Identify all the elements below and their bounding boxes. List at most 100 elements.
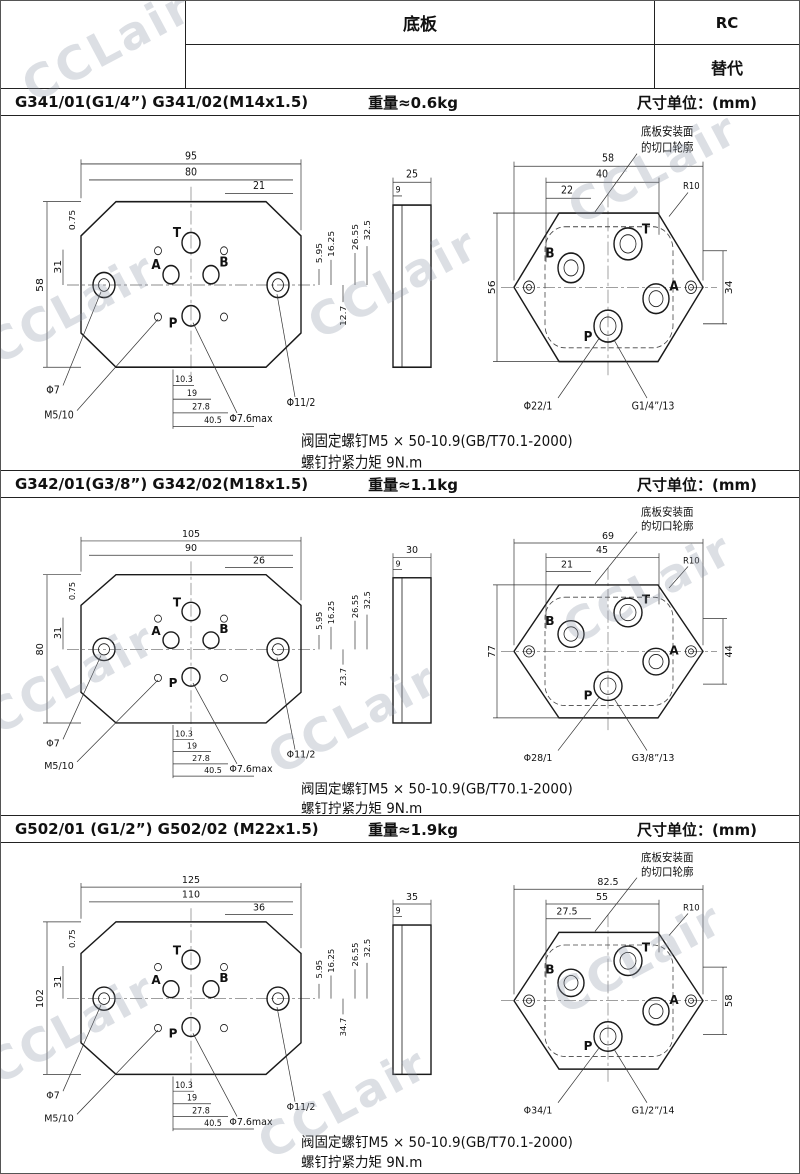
logo-cell [1, 1, 186, 88]
front-view: T A B P [35, 529, 372, 779]
front-view: T A B P [35, 875, 372, 1132]
dim-r4: 26.55 [350, 942, 360, 966]
model-title: G341/01(G1/4”) G341/02(M14x1.5) [15, 93, 309, 111]
dim-b1: 10.3 [175, 728, 193, 738]
front-port-a: A [151, 257, 160, 273]
front-port-b: B [219, 255, 228, 271]
dim-r3: 12.7 [339, 306, 348, 326]
back-port-p: P [584, 1039, 593, 1053]
title-cell: 底板 [186, 1, 654, 88]
side-view: 35 9 [392, 892, 432, 1076]
section-g342: G342/01(G3/8”) G342/02(M18x1.5) 重量≈1.1kg… [1, 471, 799, 816]
dim-b4: 40.5 [204, 765, 222, 775]
section-head: G342/01(G3/8”) G342/02(M18x1.5) 重量≈1.1kg… [1, 471, 799, 498]
dim-b3: 27.8 [192, 402, 210, 413]
dim-r5: 32.5 [363, 220, 372, 240]
dim-step: 9 [395, 905, 400, 915]
section-head: G502/01 (G1/2”) G502/02 (M22x1.5) 重量≈1.9… [1, 816, 799, 843]
weight-label: 重量≈1.9kg [368, 820, 458, 839]
label-counterbore: Φ11/2 [287, 1102, 316, 1113]
dim-overall-height: 80 [35, 643, 46, 655]
front-port-t: T [173, 943, 182, 957]
back-dim-offset: 22 [561, 185, 573, 197]
weight-label: 重量≈1.1kg [368, 475, 458, 494]
plate-outline [80, 921, 302, 1076]
back-port-t: T [642, 222, 650, 238]
dim-r3: 23.7 [338, 668, 348, 686]
front-port-t: T [173, 595, 182, 609]
back-port-b: B [545, 246, 554, 262]
front-port-p: P [169, 316, 178, 332]
doc-replace: 替代 [710, 58, 743, 78]
back-port-a: A [669, 279, 678, 295]
dim-31: 31 [53, 627, 64, 639]
dim-b3: 27.8 [192, 753, 210, 763]
back-dim-offset: 27.5 [556, 906, 577, 917]
side-view: 25 9 [392, 169, 432, 369]
back-view: T B A P 82.5 55 [501, 851, 735, 1116]
dim-offset: 26 [253, 555, 265, 566]
title-block: 底板 RC 替代 [1, 1, 799, 89]
annotation-line1: 底板安装面 [641, 505, 694, 518]
dim-075: 0.75 [67, 929, 77, 948]
back-hole-label: Φ28/1 [524, 753, 553, 764]
dim-b1: 10.3 [175, 375, 193, 386]
back-dim-height: 56 [488, 280, 498, 294]
back-port-t: T [642, 940, 651, 954]
doc-title: 底板 [186, 1, 654, 45]
dim-r4: 26.55 [350, 595, 360, 618]
dim-b4: 40.5 [204, 416, 222, 427]
note-line1: 阀固定螺钉M5 × 50-10.9(GB/T70.1-2000) [301, 432, 573, 450]
back-radius: R10 [683, 556, 700, 566]
dim-31: 31 [54, 260, 64, 274]
dim-overall-width: 125 [182, 875, 200, 886]
dim-r1: 5.95 [314, 612, 324, 630]
annotation-line2: 的切口轮廓 [641, 865, 694, 878]
note-line2: 螺钉拧紧力矩 9N.m [301, 454, 422, 470]
back-port-label: G3/8”/13 [632, 753, 675, 764]
dim-r2: 16.25 [326, 601, 336, 624]
label-screw: M5/10 [44, 1113, 73, 1124]
dim-step: 9 [395, 185, 400, 196]
label-mount-hole: Φ7 [46, 738, 60, 749]
unit-label: 尺寸单位：(mm) [637, 475, 757, 494]
dim-b2: 19 [187, 388, 197, 399]
title-cell-empty [186, 45, 654, 88]
weight-label: 重量≈0.6kg [368, 93, 458, 112]
back-port-b: B [545, 962, 554, 976]
dim-thickness: 25 [406, 169, 418, 181]
dim-overall-height: 102 [35, 989, 46, 1008]
back-port-label: G1/4”/13 [632, 401, 675, 413]
dim-r2: 16.25 [327, 231, 336, 257]
back-view: T B A P [487, 505, 735, 764]
dim-r1: 5.95 [315, 243, 324, 263]
dim-b4: 40.5 [204, 1118, 222, 1128]
front-dimension-lines [43, 882, 368, 1132]
model-title: G342/01(G3/8”) G342/02(M18x1.5) [15, 475, 309, 493]
back-dim-right: 58 [724, 994, 735, 1007]
front-port-p: P [169, 676, 178, 690]
dim-r5: 32.5 [362, 591, 372, 609]
back-dim-width: 58 [602, 153, 614, 165]
back-plate-outline [513, 212, 704, 363]
front-port-t: T [173, 225, 181, 241]
side-view: 30 9 [392, 545, 432, 724]
model-title: G502/01 (G1/2”) G502/02 (M22x1.5) [15, 820, 319, 838]
unit-label: 尺寸单位：(mm) [637, 820, 757, 839]
label-counterbore: Φ11/2 [287, 750, 316, 761]
dim-thickness: 35 [406, 892, 418, 903]
back-port-a: A [669, 643, 679, 657]
dim-31: 31 [53, 975, 64, 988]
technical-drawing: T A B P [35, 505, 735, 815]
dim-bolt-span: 90 [185, 543, 197, 554]
back-dim-offset: 21 [561, 559, 573, 570]
label-mount-hole: Φ7 [46, 385, 60, 397]
front-port-a: A [151, 624, 161, 638]
section-head: G341/01(G1/4”) G341/02(M14x1.5) 重量≈0.6kg… [1, 89, 799, 116]
technical-drawing: T A B P [35, 851, 735, 1169]
back-port-a: A [669, 993, 679, 1007]
front-dimension-lines [43, 536, 368, 779]
back-dim-width: 82.5 [597, 877, 618, 888]
front-dimension-lines [43, 159, 368, 429]
